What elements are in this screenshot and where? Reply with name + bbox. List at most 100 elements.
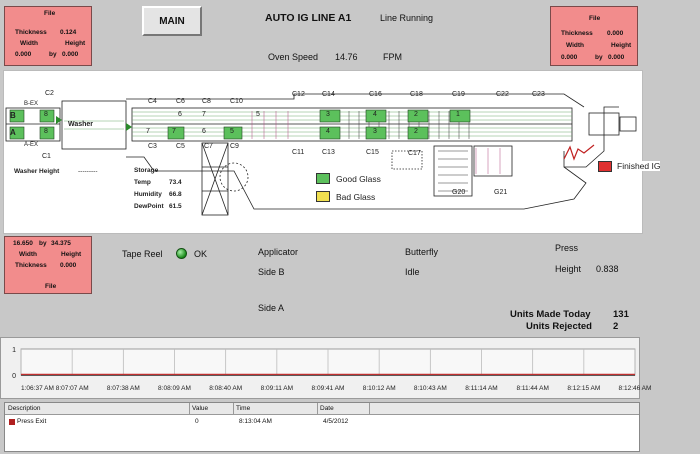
line-schematic: B A B-EX A-EX 8 8 7 7 6 5 4 3 2 1 7 6 5 …: [3, 70, 661, 234]
legend-finished-swatch: [598, 161, 612, 172]
box-number: 3: [373, 128, 377, 135]
height-value: 34.375: [51, 240, 71, 247]
width-value: 0.000: [15, 51, 32, 58]
x-tick-label: 8:08:09 AM: [158, 385, 191, 392]
box-number: 7: [202, 111, 206, 118]
event-description: Press Exit: [17, 418, 47, 425]
box-number: 4: [326, 128, 330, 135]
main-button[interactable]: MAIN: [142, 6, 202, 36]
width-value: 0.000: [561, 54, 578, 61]
legend-bad-label: Bad Glass: [336, 192, 376, 202]
station-label: G21: [494, 189, 508, 196]
x-tick-label: 8:11:44 AM: [516, 385, 548, 392]
thickness-label: Thickness: [15, 262, 47, 269]
box-number: 5: [256, 111, 260, 118]
by-label: by: [49, 51, 57, 58]
file-title: File: [45, 283, 57, 290]
units-today-label: Units Made Today: [510, 309, 591, 320]
station-label: G20: [452, 189, 466, 196]
column-separator: [189, 403, 190, 415]
box-number: 7: [146, 128, 150, 135]
press-height-label: Height: [555, 264, 582, 274]
file-panel-top-left: File Thickness 0.124 Width Height 0.000 …: [4, 6, 92, 66]
column-header-date[interactable]: Date: [320, 405, 334, 412]
row-label-a: A: [10, 128, 16, 137]
station-label: C17: [408, 150, 421, 157]
station-label: C6: [176, 98, 185, 105]
x-tick-label: 8:09:11 AM: [261, 385, 293, 392]
thickness-value: 0.000: [60, 262, 77, 269]
station-label: C11: [292, 149, 305, 156]
x-tick-label: 8:12:15 AM: [567, 385, 600, 392]
column-separator: [317, 403, 318, 415]
events-header-row: Description Value Time Date: [5, 403, 639, 415]
station-label: C18: [410, 91, 423, 98]
alarm-icon: [9, 419, 15, 425]
station-label: C16: [369, 91, 382, 98]
oven-speed-unit: FPM: [383, 52, 402, 62]
station-label: C15: [366, 149, 379, 156]
table-row[interactable]: Press Exit 0 8:13:04 AM 4/5/2012: [5, 416, 639, 428]
tape-reel-status-icon: [176, 248, 187, 259]
row-label-a-ex: A-EX: [24, 142, 39, 148]
y-tick-label: 0: [12, 373, 16, 380]
oven-speed-label: Oven Speed: [268, 52, 319, 62]
row-label-b-ex: B-EX: [24, 101, 39, 107]
height-value: 0.000: [608, 54, 625, 61]
station-label: C14: [322, 91, 335, 98]
legend-bad-swatch: [316, 191, 330, 202]
units-today-value: 131: [613, 309, 629, 320]
main-button-label: MAIN: [159, 15, 185, 27]
tape-reel-label: Tape Reel: [122, 249, 163, 259]
dewpoint-value: 61.5: [169, 203, 182, 210]
station-label: C9: [230, 143, 239, 150]
box-number: 2: [414, 128, 418, 135]
column-header-value[interactable]: Value: [192, 405, 209, 412]
column-header-description[interactable]: Description: [8, 405, 41, 412]
legend-good-label: Good Glass: [336, 174, 381, 184]
side-a-label: Side A: [258, 303, 285, 313]
height-label: Height: [61, 251, 82, 258]
thickness-value: 0.124: [60, 29, 77, 36]
legend-finished-label: Finished IG: [617, 161, 661, 171]
row-label-b: B: [10, 111, 16, 120]
station-label: C22: [496, 91, 509, 98]
butterfly-label: Butterfly: [405, 247, 439, 257]
file-title: File: [589, 15, 601, 22]
x-tick-label: 8:08:40 AM: [209, 385, 242, 392]
washer-height-value: ---------: [78, 168, 98, 175]
box-number: 6: [202, 128, 206, 135]
station-label: C19: [452, 91, 465, 98]
temp-value: 73.4: [169, 179, 182, 186]
x-tick-label: 8:11:14 AM: [465, 385, 497, 392]
oven-speed-value: 14.76: [335, 52, 358, 62]
file-panel-top-right: File Thickness 0.000 Width Height 0.000 …: [550, 6, 638, 66]
temp-label: Temp: [134, 179, 151, 186]
butterfly-value: Idle: [405, 267, 420, 277]
x-tick-label: 8:07:07 AM: [56, 385, 89, 392]
station-label: C5: [176, 143, 185, 150]
y-tick-label: 1: [12, 347, 16, 354]
box-number: 8: [44, 111, 48, 118]
legend-good-swatch: [316, 173, 330, 184]
by-label: by: [39, 240, 47, 247]
column-separator: [233, 403, 234, 415]
event-value: 0: [195, 418, 199, 425]
station-label: C2: [45, 90, 54, 97]
thickness-label: Thickness: [15, 29, 47, 36]
press-label: Press: [555, 243, 579, 253]
file-title: File: [44, 10, 56, 17]
station-label: C23: [532, 91, 545, 98]
station-label: C7: [204, 143, 213, 150]
column-separator: [369, 403, 370, 415]
event-date: 4/5/2012: [323, 418, 349, 425]
width-label: Width: [19, 251, 37, 258]
tape-reel-value: OK: [194, 249, 208, 259]
side-b-label: Side B: [258, 267, 285, 277]
by-label: by: [595, 54, 603, 61]
units-rejected-label: Units Rejected: [526, 321, 592, 332]
press-height-value: 0.838: [596, 264, 619, 274]
height-value: 0.000: [62, 51, 79, 58]
file-panel-bottom-left: 16.650 by 34.375 Width Height Thickness …: [4, 236, 92, 294]
column-header-time[interactable]: Time: [236, 405, 251, 412]
